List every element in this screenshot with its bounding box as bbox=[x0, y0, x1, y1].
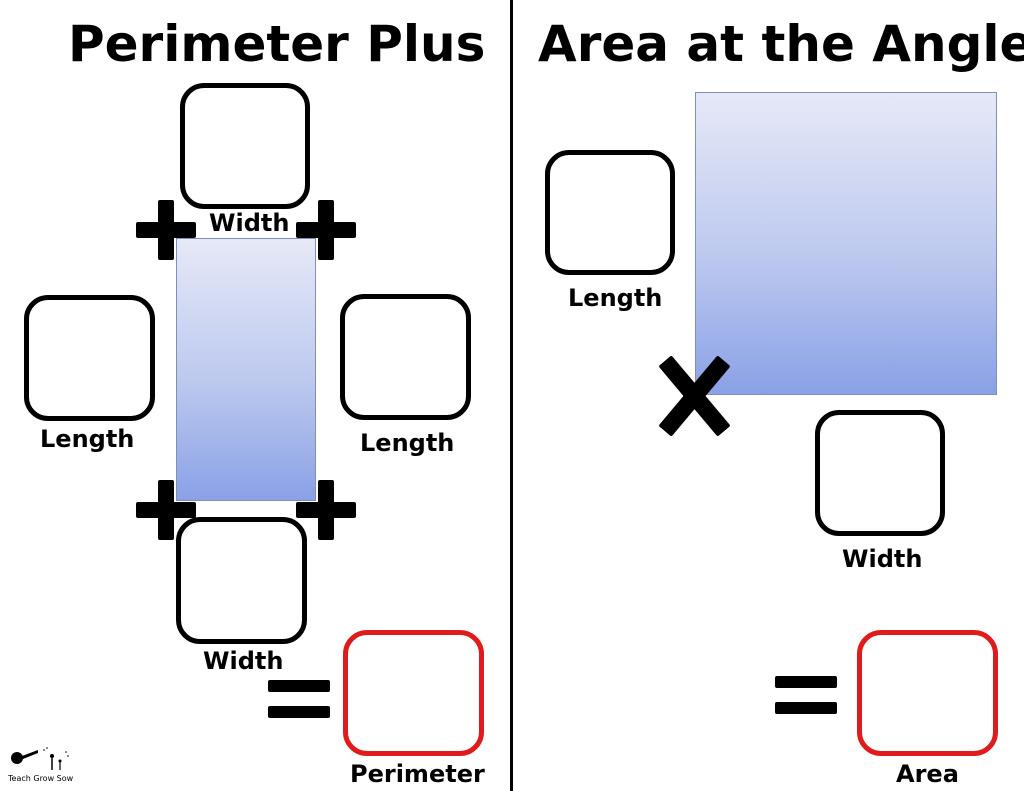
plus-sign-icon bbox=[296, 200, 356, 260]
equals-sign-icon bbox=[775, 676, 837, 716]
right-length-input-box[interactable] bbox=[340, 294, 471, 420]
area-result-label: Area bbox=[896, 760, 959, 788]
right-length-label: Length bbox=[360, 429, 455, 457]
perimeter-rectangle-shape bbox=[176, 238, 316, 501]
area-result-box[interactable] bbox=[857, 630, 998, 756]
area-length-label: Length bbox=[568, 284, 663, 312]
perimeter-title: Perimeter Plus bbox=[68, 15, 486, 73]
equals-sign-icon bbox=[268, 680, 330, 720]
top-width-label: Width bbox=[209, 209, 290, 237]
bottom-width-input-box[interactable] bbox=[176, 517, 307, 644]
logo-text: Teach Grow Sow bbox=[8, 774, 74, 783]
area-length-input-box[interactable] bbox=[545, 150, 675, 275]
bottom-width-label: Width bbox=[203, 647, 284, 675]
perimeter-result-label: Perimeter bbox=[350, 760, 485, 788]
top-width-input-box[interactable] bbox=[180, 83, 310, 209]
left-length-label: Length bbox=[40, 425, 135, 453]
area-title: Area at the Angle bbox=[538, 15, 1024, 73]
plus-sign-icon bbox=[136, 480, 196, 540]
area-width-label: Width bbox=[842, 545, 923, 573]
plus-sign-icon bbox=[296, 480, 356, 540]
watering-can-icon bbox=[11, 747, 69, 770]
multiplication-sign-icon bbox=[656, 358, 732, 434]
panel-divider bbox=[510, 0, 513, 791]
area-width-input-box[interactable] bbox=[815, 410, 945, 536]
plus-sign-icon bbox=[136, 200, 196, 260]
area-square-shape bbox=[695, 92, 997, 395]
left-length-input-box[interactable] bbox=[24, 295, 155, 421]
perimeter-result-box[interactable] bbox=[343, 630, 484, 756]
